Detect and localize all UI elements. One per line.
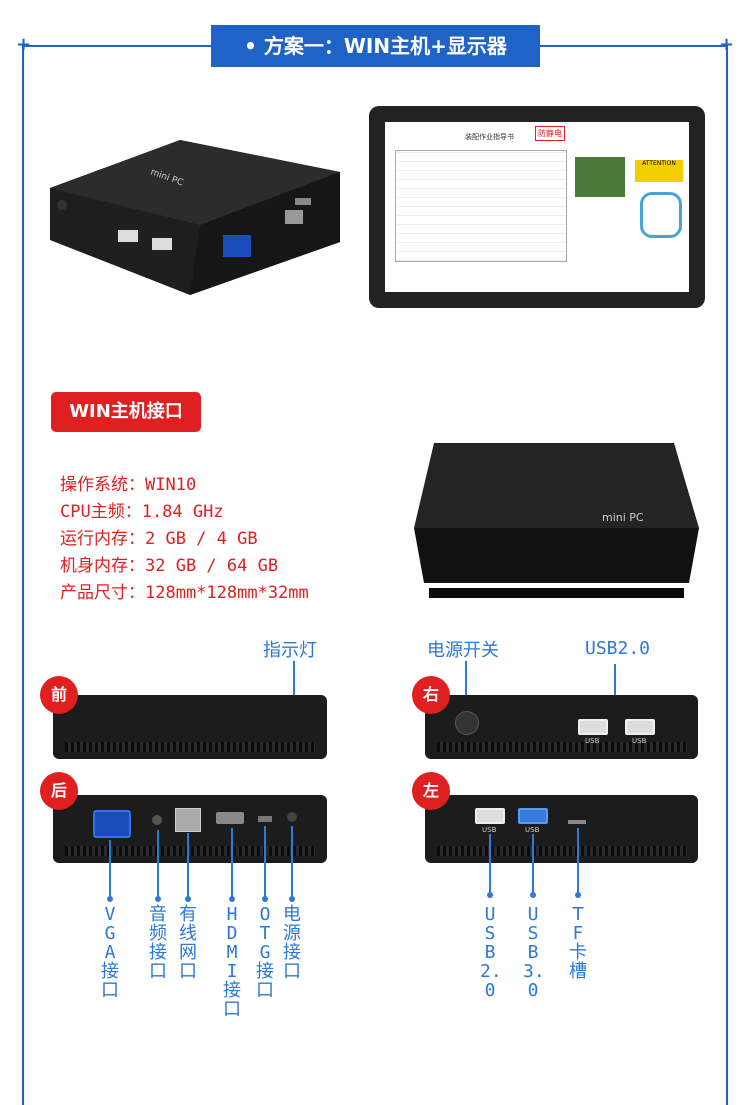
usb3-leader-dot <box>530 892 536 898</box>
page-title: • 方案一：WIN主机+显示器 <box>211 25 540 67</box>
indicator-leader <box>293 661 295 715</box>
vga-port-icon <box>93 810 131 838</box>
usb-port-text: USB <box>525 826 540 834</box>
audio-port-label: 音频接口 <box>149 904 167 982</box>
monitor-image: 装配作业指导书 防静电 ATTENTION <box>369 106 705 308</box>
front-vent <box>65 742 315 752</box>
hdmi-leader-dot <box>229 896 235 902</box>
monitor-form-title: 装配作业指导书 <box>465 133 514 141</box>
usb2-top-label: USB2.0 <box>585 638 651 659</box>
vga-leader <box>109 840 111 900</box>
antistatic-label: 防静电 <box>535 126 565 141</box>
power-port-leader <box>291 826 293 900</box>
power-button-icon <box>455 711 479 735</box>
right-vent <box>437 742 687 752</box>
spec-os: 操作系统：WIN10 <box>60 475 197 495</box>
usb-port-text: USB <box>632 737 647 745</box>
ethernet-port-icon <box>175 808 201 832</box>
warning-label: ATTENTION <box>635 160 683 182</box>
brand-text-large: mini PC <box>602 511 644 524</box>
usb3-port-icon <box>518 808 548 824</box>
usb2-port-icon <box>578 719 608 735</box>
spec-cpu: CPU主频：1.84 GHz <box>60 502 224 522</box>
tf-slot-label: TF卡槽 <box>569 904 587 982</box>
audio-port-icon <box>152 815 162 825</box>
usb2-left-leader-dot <box>487 892 493 898</box>
right-badge: 右 <box>412 676 450 714</box>
otg-port-icon <box>258 816 272 822</box>
spec-ram: 运行内存：2 GB / 4 GB <box>60 529 258 549</box>
spec-storage: 机身内存：32 GB / 64 GB <box>60 556 279 576</box>
otg-leader-dot <box>262 896 268 902</box>
power-port-label: 电源接口 <box>283 904 301 982</box>
power-label: 电源开关 <box>427 640 499 661</box>
usb3-leader <box>532 834 534 896</box>
ethernet-leader <box>187 833 189 900</box>
power-port-icon <box>287 812 297 822</box>
tf-leader <box>577 828 579 896</box>
hdmi-leader <box>231 828 233 900</box>
section-label: WIN主机接口 <box>51 392 201 432</box>
usb2-port-icon <box>475 808 505 824</box>
usb2-port-label: USB2.0 <box>480 904 502 1001</box>
otg-leader <box>264 826 266 900</box>
back-vent <box>65 846 315 856</box>
tf-leader-dot <box>575 892 581 898</box>
ethernet-port-label: 有线网口 <box>179 904 197 982</box>
vga-leader-dot <box>107 896 113 902</box>
usb-port-text: USB <box>585 737 600 745</box>
hdmi-port-icon <box>216 812 244 824</box>
front-badge: 前 <box>40 676 78 714</box>
indicator-label: 指示灯 <box>263 640 317 661</box>
power-port-leader-dot <box>289 896 295 902</box>
usb-port-text: USB <box>482 826 497 834</box>
vga-port-label: VGA接口 <box>101 904 119 1001</box>
audio-leader <box>157 830 159 900</box>
spec-size: 产品尺寸：128mm*128mm*32mm <box>60 583 309 603</box>
corner-plus-right: + <box>719 34 735 55</box>
usb2-left-leader <box>489 834 491 896</box>
corner-plus-left: + <box>16 34 32 55</box>
left-vent <box>437 846 687 856</box>
mini-pc-front-image: mini PC <box>414 443 699 598</box>
tf-slot-icon <box>568 820 586 824</box>
ethernet-leader-dot <box>185 896 191 902</box>
audio-leader-dot <box>155 896 161 902</box>
left-badge: 左 <box>412 772 450 810</box>
otg-port-label: OTG接口 <box>256 904 274 1001</box>
mini-pc-rear-image: mini PC <box>50 140 340 295</box>
back-badge: 后 <box>40 772 78 810</box>
usb3-port-label: USB3.0 <box>523 904 545 1001</box>
usb2-leader <box>614 664 616 698</box>
usb2-port-icon <box>625 719 655 735</box>
hdmi-port-label: HDMI接口 <box>223 904 241 1020</box>
power-leader <box>465 661 467 711</box>
